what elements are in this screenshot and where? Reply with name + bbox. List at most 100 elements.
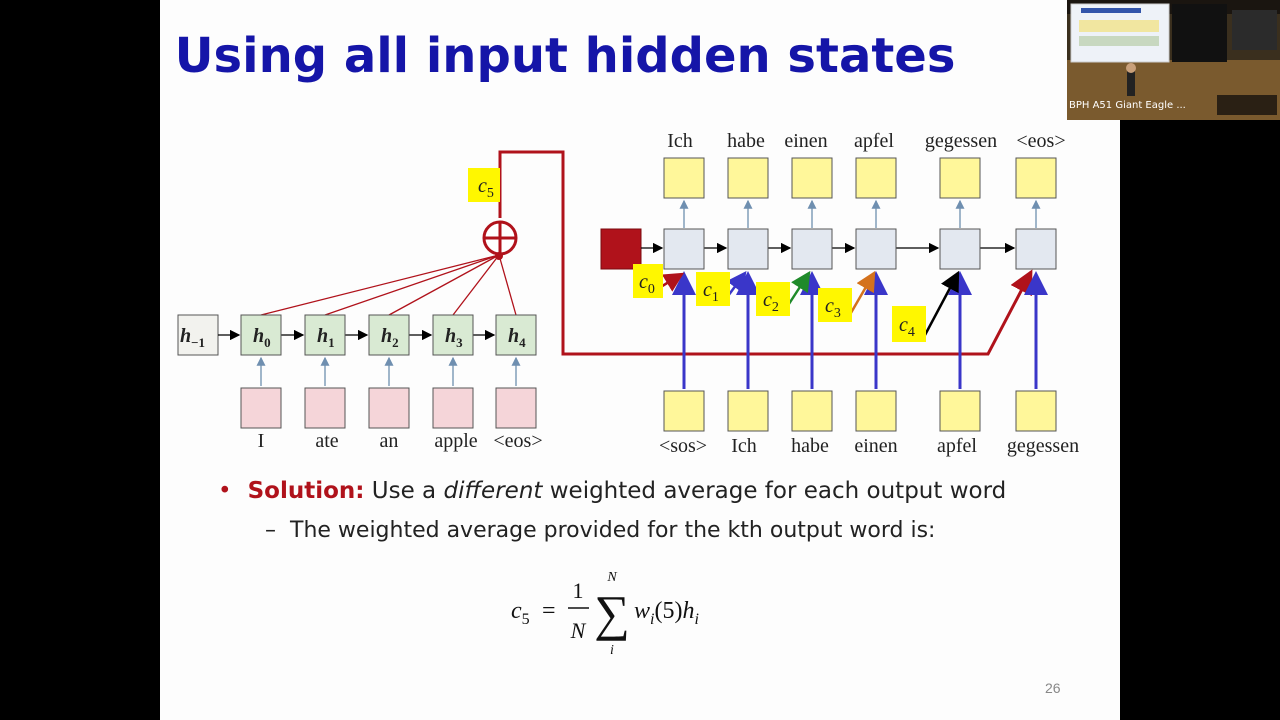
formula-sum-top: N [606, 570, 617, 585]
svg-text:c0: c0 [639, 271, 655, 297]
encoder-state-sub: 4 [519, 335, 526, 350]
decoder-input-word: <sos> [659, 435, 707, 457]
c0-label-sub: 0 [648, 282, 655, 297]
encoder-state-label: h [253, 325, 264, 347]
c4-arrow [923, 270, 960, 336]
c2-label-sub: 2 [772, 300, 779, 315]
c3-arrow [846, 270, 876, 319]
decoder-output-word: apfel [854, 130, 894, 152]
svg-text:c4: c4 [899, 314, 915, 340]
c3-label-sub: 3 [834, 306, 841, 321]
decoder-input-word: apfel [937, 435, 977, 457]
c1-label: c [703, 279, 712, 301]
formula: c5 = 1 N N ∑ i wi(5)hi [511, 570, 699, 658]
decoder-start-box [600, 228, 642, 270]
encoder-input-arrows [256, 356, 521, 386]
h-prev-box [177, 314, 219, 356]
svg-text:c5: c5 [478, 175, 494, 201]
sum-node [482, 220, 518, 260]
sub-bullet: –The weighted average provided for the k… [265, 518, 936, 543]
encoder-state-sub: 1 [328, 335, 335, 350]
encoder-state-box [240, 314, 282, 356]
bullet-solution: •Solution: Use a different weighted aver… [218, 478, 1007, 504]
c3-label: c [825, 295, 834, 317]
encoder-state-box [304, 314, 346, 356]
formula-h-sub: i [694, 611, 698, 628]
encoder-input-boxes [240, 387, 537, 429]
decoder-input-word: Ich [731, 435, 757, 457]
c4-label-sub: 4 [908, 325, 915, 340]
encoder-input-word: <eos> [493, 430, 542, 452]
bullet-text-post: weighted average for each output word [542, 478, 1007, 504]
svg-text:c5: c5 [511, 598, 530, 628]
svg-text:h3: h3 [445, 325, 463, 350]
c4-label: c [899, 314, 908, 336]
c5-label-bg [468, 168, 500, 202]
svg-text:h−1: h−1 [180, 325, 205, 350]
formula-lhs-sub: 5 [522, 611, 530, 628]
c1-label-sub: 1 [712, 290, 719, 305]
decoder-output-word: gegessen [925, 130, 997, 152]
svg-text:h1: h1 [317, 325, 335, 350]
encoder-state-label: h [508, 325, 519, 347]
bullet-text-pre: Use a [364, 478, 444, 504]
webcam-feed [1067, 0, 1280, 120]
decoder-input-word: habe [791, 435, 829, 457]
svg-text:∑: ∑ [594, 585, 630, 641]
h-prev-sub: −1 [191, 335, 205, 350]
formula-h: h [682, 598, 694, 624]
encoder-state-sub: 0 [264, 335, 271, 350]
decoder-hidden-boxes [663, 228, 1057, 270]
decoder-input-word: gegessen [1007, 435, 1079, 457]
c0-label: c [639, 271, 648, 293]
formula-w-sub: i [650, 611, 654, 628]
decoder-output-arrows [679, 199, 1041, 228]
slide-title: Using all input hidden states [174, 28, 956, 84]
attention-lines [260, 254, 517, 316]
encoder-state-sub: 3 [456, 335, 463, 350]
formula-arg: (5) [654, 598, 682, 624]
h-prev-label: h [180, 325, 191, 347]
decoder-output-word: habe [727, 130, 765, 152]
encoder-state-label: h [381, 325, 392, 347]
svg-text:c2: c2 [763, 289, 779, 315]
decoder-input-boxes [663, 390, 1057, 432]
formula-denominator: N [570, 618, 587, 643]
context-route-line [498, 150, 1033, 356]
encoder-state-box [495, 314, 537, 356]
formula-w: w [634, 598, 650, 624]
formula-lhs: c [511, 598, 522, 624]
formula-numerator: 1 [573, 578, 584, 603]
svg-text:h2: h2 [381, 325, 399, 350]
encoder-state-box [368, 314, 410, 356]
c5-label-sub: 5 [487, 186, 494, 201]
formula-sum-bottom: i [610, 643, 614, 658]
decoder-output-word: einen [784, 130, 827, 152]
encoder-input-word: ate [315, 430, 338, 452]
encoder-state-label: h [317, 325, 328, 347]
svg-text:c3: c3 [825, 295, 841, 321]
svg-text:h0: h0 [253, 325, 271, 350]
encoder-state-label: h [445, 325, 456, 347]
sub-bullet-text: The weighted average provided for the kt… [290, 518, 936, 543]
svg-text:=: = [542, 598, 556, 624]
webcam-label: BPH A51 Giant Eagle ... [1069, 100, 1186, 111]
page-number: 26 [1045, 680, 1061, 696]
decoder-input-arrows [672, 271, 1048, 389]
svg-text:h4: h4 [508, 325, 526, 350]
encoder-state-box [432, 314, 474, 356]
decoder-input-word: einen [854, 435, 897, 457]
encoder-input-word: an [380, 430, 399, 452]
bullet-emphasis: different [443, 478, 543, 504]
encoder-input-word: I [258, 430, 265, 452]
encoder-state-sub: 2 [392, 335, 399, 350]
decoder-output-word: <eos> [1016, 130, 1065, 152]
c5-label: c [478, 175, 487, 197]
encoder-input-word: apple [434, 430, 477, 452]
bullet-lead: Solution: [247, 478, 365, 504]
svg-text:c1: c1 [703, 279, 719, 305]
svg-text:wi(5)hi: wi(5)hi [634, 598, 699, 628]
c2-label: c [763, 289, 772, 311]
decoder-output-boxes [663, 157, 1057, 199]
